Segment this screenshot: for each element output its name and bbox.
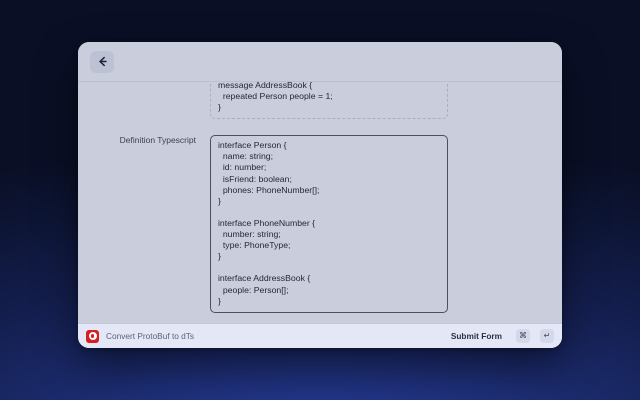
window-header <box>78 42 562 82</box>
command-title: Convert ProtoBuf to dTs <box>106 331 195 341</box>
window-footer: Convert ProtoBuf to dTs Submit Form ⌘ ↵ <box>78 323 562 348</box>
arrow-left-icon <box>97 56 108 67</box>
submit-form-label[interactable]: Submit Form <box>450 331 502 341</box>
field-spacer <box>92 119 548 135</box>
form-field-protobuf: message AddressBook { repeated Person pe… <box>92 82 548 120</box>
modal-window: message AddressBook { repeated Person pe… <box>78 42 562 348</box>
field-label-typescript: Definition Typescript <box>119 135 196 146</box>
form-field-typescript: Definition Typescript interface Person {… <box>92 135 548 313</box>
form-body: message AddressBook { repeated Person pe… <box>78 82 562 323</box>
typescript-code-textarea[interactable]: interface Person { name: string; id: num… <box>210 135 448 313</box>
protobuf-code-textarea[interactable]: message AddressBook { repeated Person pe… <box>210 82 448 120</box>
back-button[interactable] <box>90 50 114 73</box>
record-circle-icon <box>86 329 99 343</box>
key-command[interactable]: ⌘ <box>516 329 530 343</box>
key-enter[interactable]: ↵ <box>540 329 554 343</box>
